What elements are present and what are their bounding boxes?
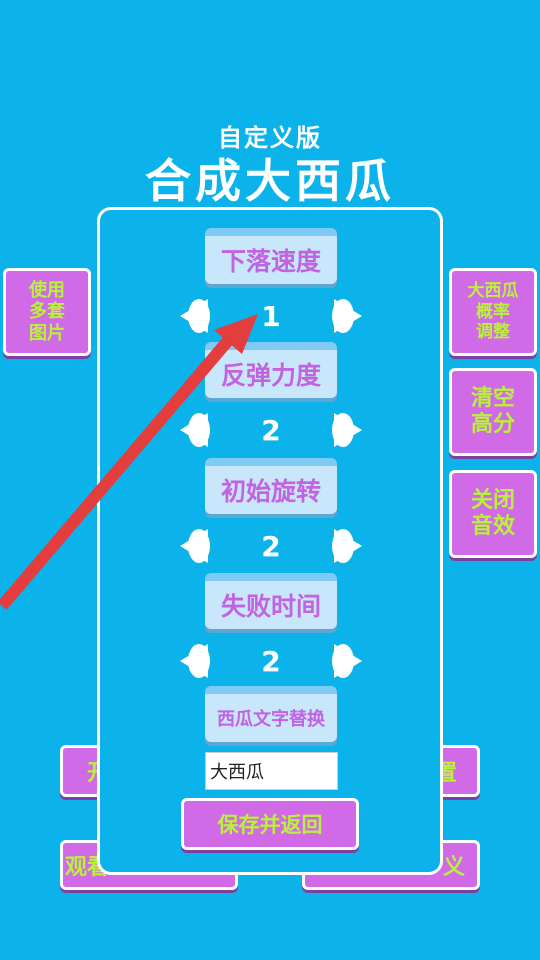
fall-speed-value: 1	[261, 300, 281, 333]
fail-time-decrease-arrow-icon[interactable]	[180, 644, 210, 678]
initial-rotation-label: 初始旋转	[205, 458, 337, 514]
save-and-return-button[interactable]: 保存并返回	[181, 798, 359, 850]
initial-rotation-decrease-arrow-icon[interactable]	[180, 529, 210, 563]
bounce-force-value: 2	[261, 414, 281, 447]
subtitle: 自定义版	[218, 124, 322, 152]
watermelon-text-replace-label: 西瓜文字替换	[205, 686, 337, 742]
bounce-force-decrease-arrow-icon[interactable]	[180, 413, 210, 447]
watermelon-text-input[interactable]	[205, 752, 338, 790]
fail-time-label: 失败时间	[205, 573, 337, 629]
bounce-force-increase-arrow-icon[interactable]	[332, 413, 362, 447]
bounce-force-label: 反弹力度	[205, 342, 337, 398]
initial-rotation-value: 2	[261, 530, 281, 563]
clear-high-score-button[interactable]: 清空 高分	[449, 368, 537, 456]
game-title: 合成大西瓜	[145, 154, 395, 208]
initial-rotation-increase-arrow-icon[interactable]	[332, 529, 362, 563]
use-multiple-images-button[interactable]: 使用 多套 图片	[3, 268, 91, 356]
fall-speed-increase-arrow-icon[interactable]	[332, 299, 362, 333]
watermelon-probability-button[interactable]: 大西瓜 概率 调整	[449, 268, 537, 356]
custom-button-label: 义	[443, 855, 466, 880]
toggle-sound-button[interactable]: 关闭 音效	[449, 470, 537, 558]
fail-time-value: 2	[261, 645, 281, 678]
fall-speed-decrease-arrow-icon[interactable]	[180, 299, 210, 333]
fail-time-increase-arrow-icon[interactable]	[332, 644, 362, 678]
fall-speed-label: 下落速度	[205, 228, 337, 284]
